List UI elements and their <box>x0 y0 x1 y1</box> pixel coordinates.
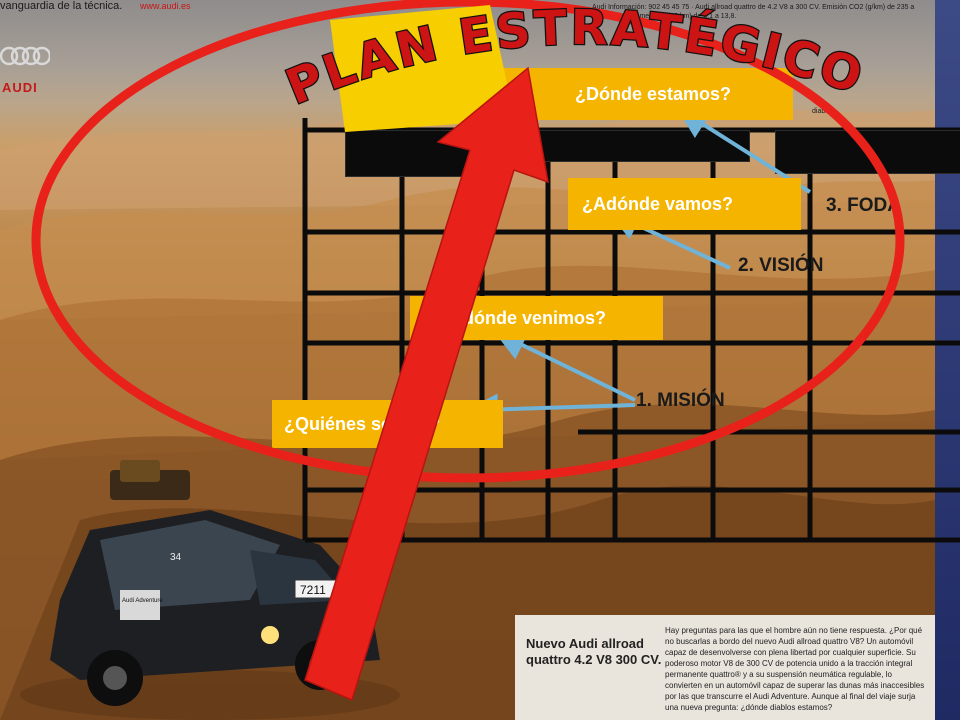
label-foda: 3. FODA <box>826 195 901 216</box>
right-blue-strip <box>935 0 960 720</box>
door-logo-text: Audi Adventure <box>122 598 163 604</box>
question-adonde-vamos: ¿Adónde vamos? <box>568 178 801 230</box>
label-vision: 2. VISIÓN <box>738 255 824 276</box>
car-ad-body: Hay preguntas para las que el hombre aún… <box>665 626 925 712</box>
ad-header: vanguardia de la técnica. <box>0 0 123 12</box>
plate-text: 7211 <box>300 583 326 597</box>
car-number: 34 <box>170 552 182 563</box>
label-mision: 1. MISIÓN <box>636 390 725 411</box>
ad-fine-print-2: diablos <box>812 108 835 115</box>
ad-header-link: www.audi.es <box>140 1 191 11</box>
audi-wordmark: AUDI <box>2 80 38 95</box>
car-ad-title: Nuevo Audi allroad quattro 4.2 V8 300 CV… <box>526 636 662 667</box>
car-image: 7211 Audi Adventure 34 <box>20 460 400 720</box>
audi-rings-logo <box>0 46 50 66</box>
ad-fine-print: Audi Información: 902 45 45 75 · Audi al… <box>592 4 915 20</box>
